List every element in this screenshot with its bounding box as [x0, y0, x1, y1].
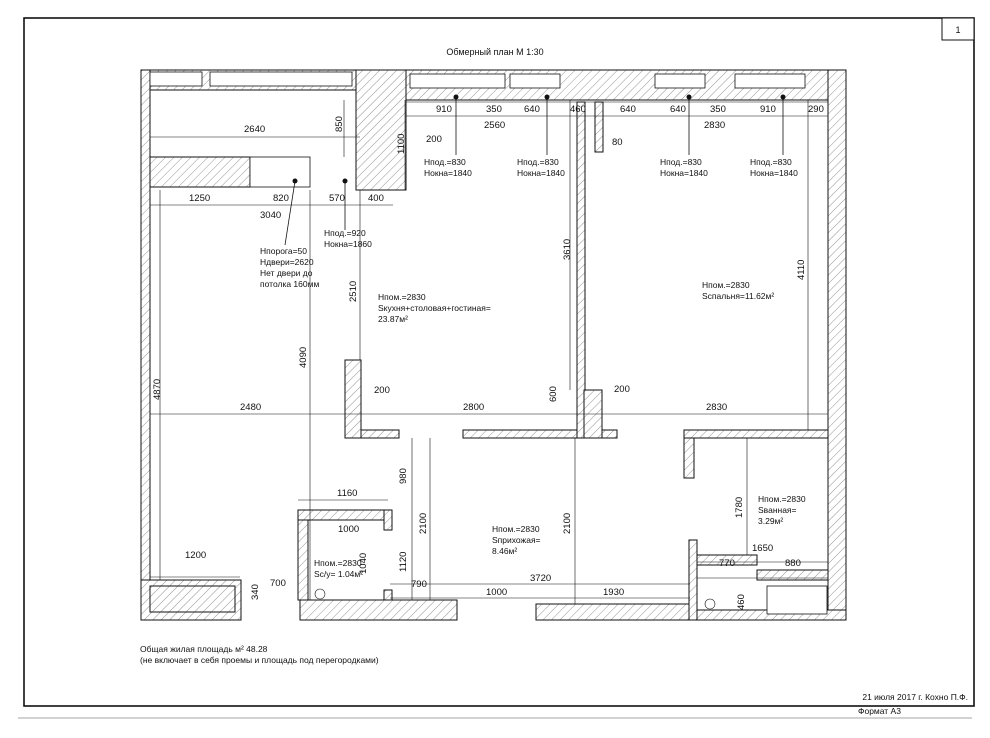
- dim-700: 700: [270, 578, 286, 589]
- dim-1000-a: 1000: [338, 524, 360, 535]
- dim-2830-a: 2830: [704, 120, 726, 131]
- dim-350-a: 350: [486, 104, 502, 115]
- dim-460: 460: [570, 104, 586, 115]
- dim-200-a: 200: [426, 134, 442, 145]
- dim-1930: 1930: [603, 587, 625, 598]
- dim-1780: 1780: [734, 496, 745, 518]
- dim-600: 600: [548, 386, 559, 402]
- dim-1160: 1160: [337, 488, 358, 499]
- dim-1200: 1200: [185, 550, 207, 561]
- total-area-note: Общая жилая площадь м² 48.28(не включает…: [140, 644, 379, 665]
- dim-850: 850: [334, 116, 345, 132]
- sheet-title: Обмерный план М 1:30: [446, 47, 543, 57]
- dim-1000-b: 1000: [486, 587, 508, 598]
- dim-4110: 4110: [796, 259, 807, 280]
- dim-770: 770: [719, 558, 735, 569]
- footer-format: Формат А3: [858, 706, 901, 716]
- dimension-lines: [150, 100, 828, 604]
- dim-340: 340: [250, 584, 261, 600]
- dim-1250: 1250: [189, 193, 211, 204]
- dim-790: 790: [411, 579, 427, 590]
- window-openings: [149, 71, 806, 89]
- bathtub-right: [766, 585, 828, 615]
- dim-2100-b: 2100: [562, 512, 573, 534]
- sheet-number-box: [941, 17, 975, 41]
- dim-820: 820: [273, 193, 289, 204]
- bathtub-left: [149, 585, 236, 613]
- dim-640-c: 640: [670, 104, 686, 115]
- sheet-number: 1: [955, 25, 960, 35]
- dim-640-b: 640: [620, 104, 636, 115]
- dim-910-b: 910: [760, 104, 776, 115]
- dim-1100: 1100: [396, 133, 407, 154]
- dim-400: 400: [368, 193, 384, 204]
- dim-290: 290: [808, 104, 824, 115]
- dim-3720: 3720: [530, 573, 552, 584]
- dim-880: 880: [785, 558, 801, 569]
- dim-3040: 3040: [260, 210, 282, 221]
- dim-2640: 2640: [244, 124, 266, 135]
- dim-1650: 1650: [752, 543, 774, 554]
- dim-2830-b: 2830: [706, 402, 728, 413]
- dim-2480: 2480: [240, 402, 262, 413]
- window-markers: [284, 94, 786, 246]
- dim-4090: 4090: [298, 346, 309, 368]
- dim-2560: 2560: [484, 120, 506, 131]
- dim-460-b: 460: [736, 594, 747, 610]
- dim-2510: 2510: [348, 280, 359, 302]
- dim-80: 80: [612, 137, 623, 148]
- dim-980: 980: [398, 468, 409, 484]
- dim-3610: 3610: [562, 238, 573, 260]
- sheet-frame: [23, 17, 975, 707]
- wc-drain-icon: [314, 588, 326, 600]
- footer-date-author: 21 июля 2017 г. Кохно П.Ф.: [862, 692, 968, 702]
- dim-2800: 2800: [463, 402, 485, 413]
- dim-570: 570: [329, 193, 345, 204]
- dim-350-b: 350: [710, 104, 726, 115]
- bath-drain-icon: [704, 598, 716, 610]
- dim-4870: 4870: [152, 378, 163, 400]
- dim-200-c: 200: [614, 384, 630, 395]
- dim-1120: 1120: [398, 551, 409, 572]
- dim-200-b: 200: [374, 385, 390, 396]
- dim-2100-a: 2100: [418, 512, 429, 534]
- dim-910-a: 910: [436, 104, 452, 115]
- dim-640-a: 640: [524, 104, 540, 115]
